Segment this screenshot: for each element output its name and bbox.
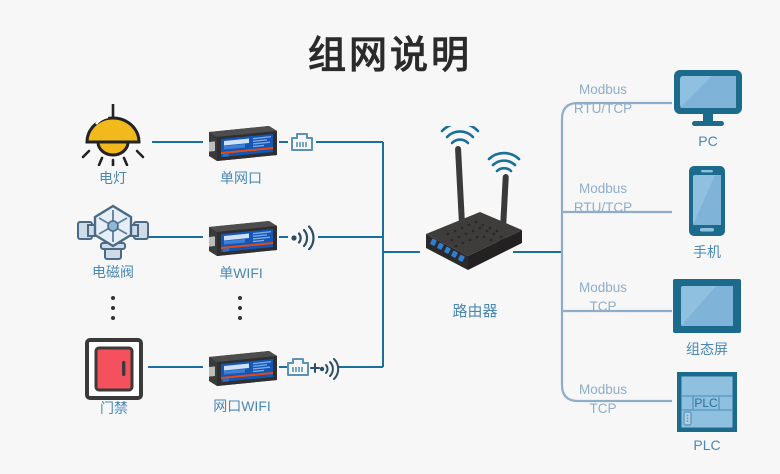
field-devices-ellipsis bbox=[111, 296, 115, 326]
lamp-icon bbox=[78, 104, 148, 171]
client-label-pc: PC bbox=[698, 133, 718, 149]
protocol-label-plc: Modbus TCP bbox=[560, 380, 646, 418]
wireless-router-icon bbox=[418, 122, 528, 291]
gateway-module-lan-wifi bbox=[203, 347, 279, 394]
gateway-module-single-wifi bbox=[203, 217, 279, 264]
protocol-line2-pc: RTU/TCP bbox=[573, 101, 633, 116]
hmi-panel-icon bbox=[672, 278, 742, 339]
access-control-door-icon bbox=[85, 338, 143, 405]
protocol-label-phone: Modbus RTU/TCP bbox=[560, 179, 646, 217]
rj45-plus-wifi-icon bbox=[286, 354, 340, 385]
router-label: 路由器 bbox=[452, 303, 498, 320]
page-title: 组网说明 bbox=[307, 35, 472, 77]
solenoid-valve-icon bbox=[76, 202, 150, 269]
client-label-plc: PLC bbox=[693, 437, 721, 453]
smartphone-icon bbox=[683, 165, 731, 242]
protocol-line2-plc: TCP bbox=[589, 401, 617, 416]
field-device-label-valve: 电磁阀 bbox=[92, 264, 134, 280]
protocol-line1-pc: Modbus bbox=[578, 82, 628, 97]
client-label-phone: 手机 bbox=[693, 244, 721, 260]
gateway-module-single-lan bbox=[203, 122, 279, 169]
plc-icon-text: PLC bbox=[694, 396, 718, 410]
protocol-label-hmi: Modbus TCP bbox=[560, 278, 646, 316]
protocol-line1-plc: Modbus bbox=[578, 382, 628, 397]
protocol-line1-hmi: Modbus bbox=[578, 280, 628, 295]
right-trunk-bus bbox=[560, 101, 620, 403]
field-device-label-lamp: 电灯 bbox=[99, 170, 127, 186]
protocol-line1-phone: Modbus bbox=[578, 181, 628, 196]
client-label-hmi: 组态屏 bbox=[686, 341, 728, 357]
protocol-line2-phone: RTU/TCP bbox=[573, 200, 633, 215]
gateway-label-single-lan: 单网口 bbox=[220, 170, 262, 186]
desktop-monitor-icon bbox=[672, 68, 744, 135]
rj45-icon bbox=[288, 130, 316, 159]
plc-icon: PLC bbox=[676, 371, 738, 437]
protocol-line2-hmi: TCP bbox=[589, 299, 617, 314]
field-device-label-door: 门禁 bbox=[100, 400, 128, 416]
wifi-signal-icon bbox=[290, 224, 318, 255]
gateway-label-single-wifi: 单WIFI bbox=[219, 265, 263, 281]
protocol-label-pc: Modbus RTU/TCP bbox=[560, 80, 646, 118]
gateway-label-lan-wifi: 网口WIFI bbox=[213, 398, 271, 414]
gateways-ellipsis bbox=[238, 296, 242, 326]
